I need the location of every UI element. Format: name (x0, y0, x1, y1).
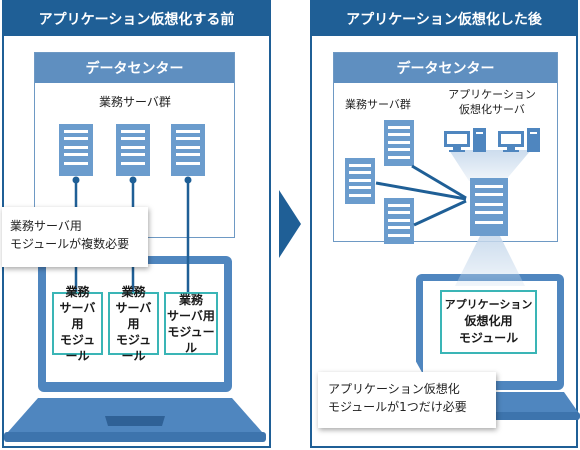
server-icon (59, 124, 93, 176)
business-server-module: 業務 サーバ用 モジュール (108, 285, 159, 363)
panel-before-title: アプリケーション仮想化する前 (4, 2, 269, 36)
server-icon (116, 124, 150, 176)
module-line3: モジュール (458, 331, 519, 345)
connector-dot (184, 176, 192, 184)
server-icon (384, 120, 414, 166)
module-line1: 業務 (121, 284, 146, 299)
server-icon (345, 158, 375, 204)
beam-top (449, 150, 531, 181)
module-line1: アプリケーション (444, 298, 533, 311)
module-line3: モジュール (59, 332, 96, 363)
callout-tail-before (104, 266, 124, 286)
callout-after: アプリケーション仮想化 モジュールが1つだけ必要 (318, 372, 496, 428)
module-line1: 業務 (65, 284, 90, 299)
module-line3: モジュール (115, 332, 152, 363)
server-icon (384, 198, 414, 244)
server-group-label-before: 業務サーバ群 (99, 95, 171, 109)
server-icon (171, 124, 205, 176)
module-line2: サーバ用 (167, 308, 215, 323)
callout-before-line2: モジュールが複数必要 (10, 237, 130, 251)
connectors-after (375, 164, 467, 227)
desktop-pc-icon (444, 128, 486, 152)
datacenter-label-after: データセンター (334, 53, 557, 83)
callout-before: 業務サーバ用 モジュールが複数必要 (2, 207, 148, 267)
callout-after-line2: モジュールが1つだけ必要 (328, 400, 467, 414)
virtualization-server-icon (470, 178, 508, 236)
business-server-module: 業務 サーバ用 モジュール (164, 292, 218, 355)
module-line1: 業務 (178, 292, 203, 307)
virtualization-server-label-line1: アプリケーション (448, 88, 536, 101)
callout-before-line1: 業務サーバ用 (10, 219, 82, 233)
virtualization-server-label-line2: 仮想化サーバ (459, 103, 525, 116)
module-line2: 仮想化用 (464, 314, 513, 328)
connector-dot (72, 176, 80, 184)
desktop-pc-icon (498, 128, 540, 152)
callout-tail-after (404, 358, 424, 376)
module-line2: サーバ用 (59, 300, 96, 331)
module-line2: サーバ用 (115, 300, 152, 331)
server-group-label-after: 業務サーバ群 (345, 98, 411, 111)
business-server-module: 業務 サーバ用 モジュール (52, 285, 103, 363)
callout-after-line1: アプリケーション仮想化 (328, 382, 460, 396)
virtualization-server-label: アプリケーション 仮想化サーバ (442, 87, 542, 117)
app-virtualization-module: アプリケーション 仮想化用 モジュール (440, 290, 537, 354)
connector-dot (129, 176, 137, 184)
transition-arrow-icon (279, 190, 301, 258)
module-line3: モジュール (167, 324, 215, 355)
datacenter-label-before: データセンター (35, 53, 234, 83)
beam-bottom (455, 236, 525, 286)
panel-after-title: アプリケーション仮想化した後 (312, 2, 576, 36)
